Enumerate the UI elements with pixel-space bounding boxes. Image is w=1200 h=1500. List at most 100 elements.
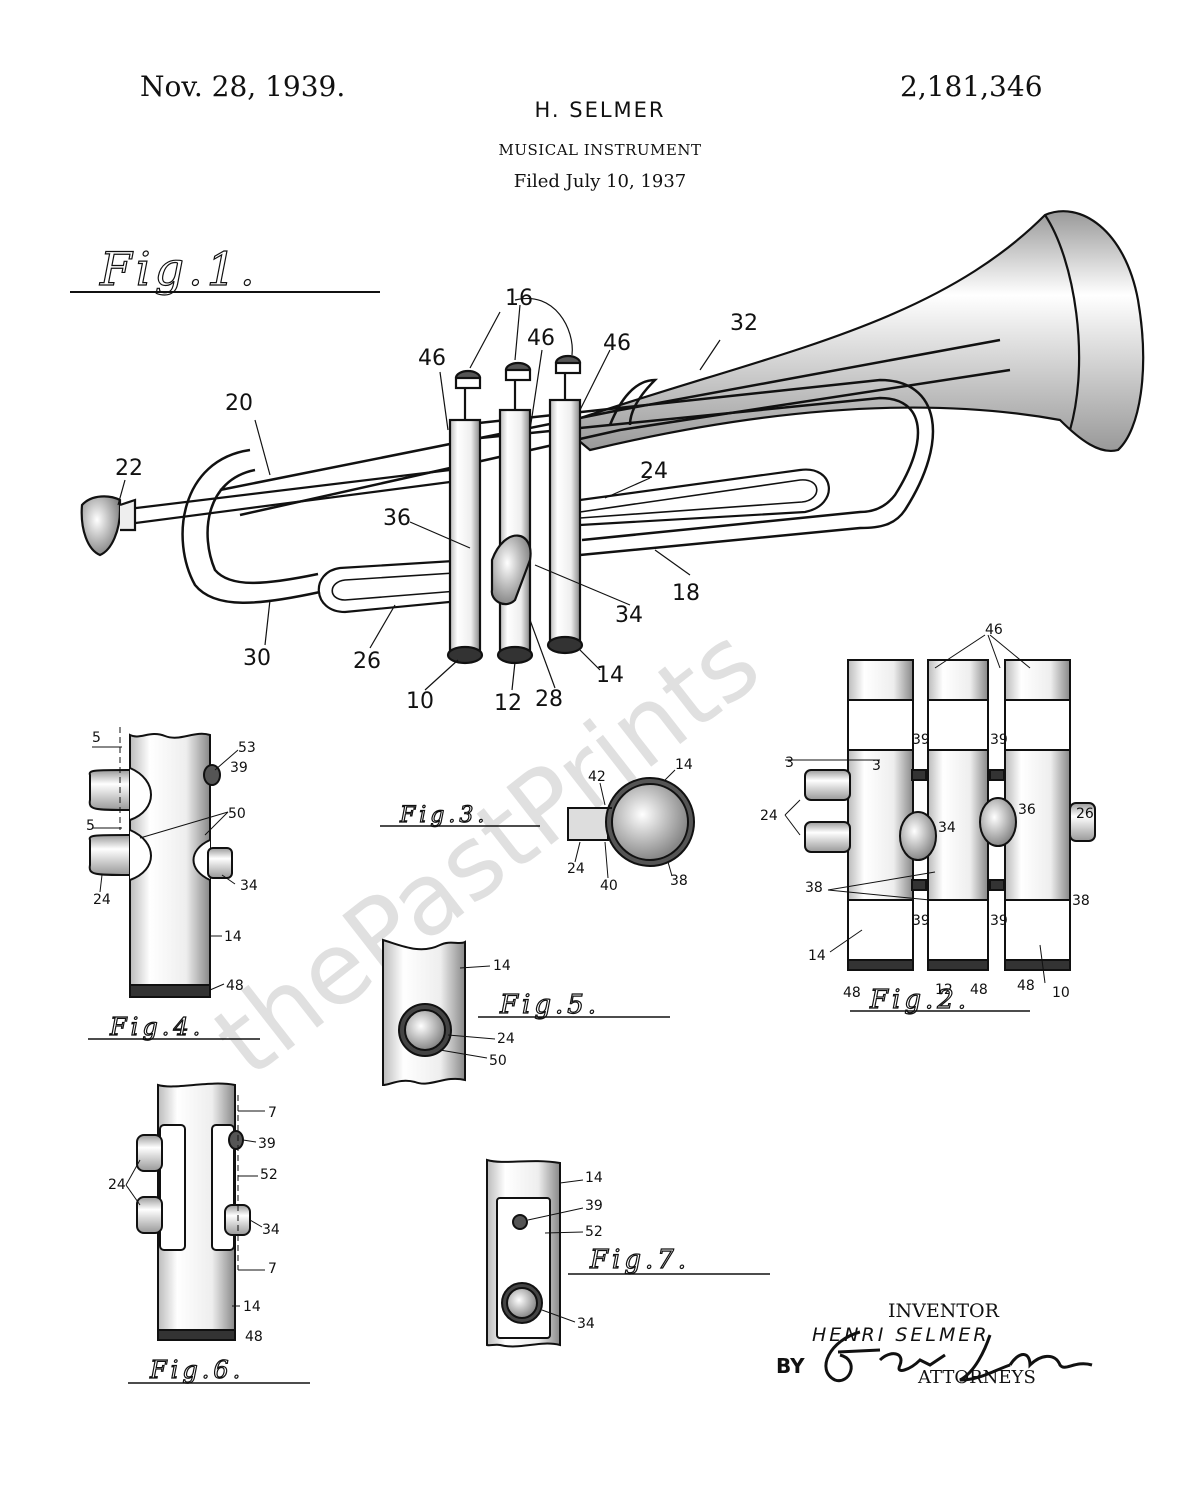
bottom-cap-12 <box>496 645 534 665</box>
svg-text:5: 5 <box>92 730 101 746</box>
label-28: 28 <box>535 687 563 712</box>
inventor-name: HENRI SELMER <box>812 1324 990 1346</box>
svg-text:24: 24 <box>108 1177 126 1193</box>
first-valve-slide <box>317 558 471 614</box>
fig2-labels: 46 3 3 39 39 24 34 36 26 38 38 39 39 14 … <box>760 622 1094 1001</box>
svg-text:Fig.6.: Fig.6. <box>149 1356 244 1384</box>
svg-text:34: 34 <box>577 1316 595 1332</box>
valve-casing-2 <box>498 408 532 652</box>
fig4-casing <box>88 732 233 998</box>
filed-date: Filed July 10, 1937 <box>513 171 687 192</box>
svg-text:50: 50 <box>228 806 246 822</box>
watermark: thePastPrints <box>193 604 781 1099</box>
fig5-casing <box>382 938 466 1087</box>
svg-text:46: 46 <box>985 622 1003 638</box>
svg-text:Fig.1.: Fig.1. <box>99 242 259 296</box>
label-16: 16 <box>505 286 533 311</box>
label-46a: 46 <box>418 346 446 371</box>
fig5-caption: Fig.5. <box>478 989 670 1021</box>
svg-text:48: 48 <box>1017 978 1035 994</box>
svg-text:3: 3 <box>872 758 881 774</box>
svg-text:53: 53 <box>238 740 256 756</box>
by-label: BY <box>776 1354 805 1378</box>
svg-text:24: 24 <box>93 892 111 908</box>
upper-loop <box>459 378 935 557</box>
svg-text:39: 39 <box>912 732 930 748</box>
fig4-labels: 5 53 39 50 5 24 34 14 48 <box>86 730 258 994</box>
fig7-leaders <box>527 1179 584 1323</box>
svg-text:14: 14 <box>808 948 826 964</box>
svg-text:34: 34 <box>240 878 258 894</box>
fig1-label-text: 16 32 46 46 46 20 22 24 36 18 34 30 26 1… <box>115 286 758 716</box>
fig4-leaders <box>92 727 239 991</box>
svg-text:Fig.4.: Fig.4. <box>109 1013 204 1041</box>
svg-text:Fig.3.: Fig.3. <box>399 803 488 828</box>
label-12: 12 <box>494 691 522 716</box>
fig5-leaders <box>439 965 496 1059</box>
svg-text:14: 14 <box>243 1299 261 1315</box>
svg-text:Fig.2.: Fig.2. <box>869 985 970 1015</box>
fig6-casing <box>136 1082 251 1341</box>
svg-text:52: 52 <box>585 1224 603 1240</box>
fig3-leaders <box>574 769 676 879</box>
svg-text:48: 48 <box>843 985 861 1001</box>
fig7-caption: Fig.7. <box>568 1244 770 1276</box>
label-34: 34 <box>615 603 643 628</box>
fig3-section <box>567 777 695 867</box>
bell-tube <box>219 338 1001 492</box>
svg-text:14: 14 <box>224 929 242 945</box>
label-10: 10 <box>406 689 434 714</box>
svg-text:38: 38 <box>670 873 688 889</box>
svg-text:38: 38 <box>1072 893 1090 909</box>
bell <box>557 210 1145 453</box>
svg-text:26: 26 <box>1076 806 1094 822</box>
fig6-labels: 7 39 52 24 34 7 14 48 <box>108 1105 280 1345</box>
inventor-heading: H. SELMER <box>534 98 666 122</box>
fig2-leaders <box>784 634 1046 984</box>
fig1-caption: Fig.1. <box>70 241 380 297</box>
svg-text:7: 7 <box>268 1261 277 1277</box>
svg-text:39: 39 <box>258 1136 276 1152</box>
svg-text:42: 42 <box>588 769 606 785</box>
patent-date: Nov. 28, 1939. <box>140 70 346 103</box>
svg-text:34: 34 <box>262 1222 280 1238</box>
svg-text:52: 52 <box>260 1167 278 1183</box>
svg-text:40: 40 <box>600 878 618 894</box>
svg-text:24: 24 <box>497 1031 515 1047</box>
fig2-valve-cluster <box>804 659 1096 971</box>
main-loop <box>181 448 321 604</box>
third-valve-slide <box>579 468 830 527</box>
mouthpipe <box>119 468 451 512</box>
finger-hook <box>608 378 659 426</box>
svg-text:Fig.7.: Fig.7. <box>589 1245 690 1275</box>
fig3-caption: Fig.3. <box>380 802 540 829</box>
fig3-labels: 42 14 24 40 38 <box>567 757 693 894</box>
svg-text:24: 24 <box>760 808 778 824</box>
svg-text:14: 14 <box>675 757 693 773</box>
svg-text:48: 48 <box>245 1329 263 1345</box>
bottom-cap-10 <box>446 645 484 665</box>
patent-title: MUSICAL INSTRUMENT <box>498 141 702 159</box>
svg-text:12: 12 <box>935 982 953 998</box>
fig7-casing <box>486 1158 561 1348</box>
svg-text:3: 3 <box>785 755 794 771</box>
svg-text:38: 38 <box>805 880 823 896</box>
svg-text:14: 14 <box>585 1170 603 1186</box>
bottom-cap-14 <box>546 635 584 655</box>
fig6-caption: Fig.6. <box>128 1355 310 1385</box>
label-22: 22 <box>115 456 143 481</box>
inventor-label: INVENTOR <box>888 1300 999 1322</box>
svg-text:5: 5 <box>86 818 95 834</box>
svg-text:39: 39 <box>990 732 1008 748</box>
label-20: 20 <box>225 391 253 416</box>
svg-text:thePastPrints: thePastPrints <box>193 604 781 1099</box>
valve-casing-3 <box>548 398 582 642</box>
valve-knuckle <box>490 534 532 606</box>
svg-text:39: 39 <box>990 913 1008 929</box>
mouthpiece <box>80 495 122 557</box>
svg-text:39: 39 <box>230 760 248 776</box>
svg-text:34: 34 <box>938 820 956 836</box>
svg-text:39: 39 <box>585 1198 603 1214</box>
fig1-trumpet <box>80 210 1145 665</box>
